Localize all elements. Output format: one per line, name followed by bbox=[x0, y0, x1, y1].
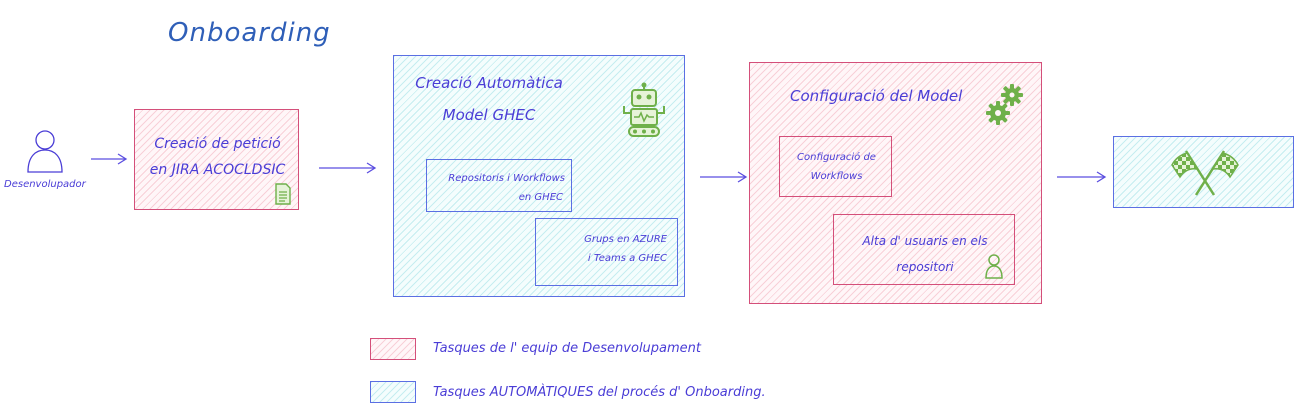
arrow-config-to-finish bbox=[1056, 170, 1108, 184]
legend-label-dev: Tasques de l' equip de Desenvolupament bbox=[433, 341, 702, 356]
finish-box bbox=[1113, 136, 1294, 208]
auto-creation-group: Creació Automàtica Model GHEC Repositori… bbox=[393, 55, 685, 297]
registration-line2: repositori bbox=[896, 260, 954, 274]
repos-line2: en GHEC bbox=[518, 192, 563, 203]
actor-icon bbox=[24, 128, 66, 174]
document-icon bbox=[274, 183, 292, 209]
checkered-flags-icon bbox=[1170, 149, 1240, 201]
arrow-auto-to-config bbox=[699, 170, 749, 184]
auto-title-line1: Creació Automàtica bbox=[415, 74, 563, 92]
arrow-request-to-auto bbox=[318, 161, 378, 175]
config-group: Configuració del Model Configuració de W… bbox=[749, 62, 1042, 304]
user-icon bbox=[984, 253, 1004, 283]
config-title: Configuració del Model bbox=[790, 87, 963, 105]
diagram-title: Onboarding bbox=[168, 18, 331, 48]
legend-label-auto: Tasques AUTOMÀTIQUES del procés d' Onboa… bbox=[433, 385, 766, 400]
repos-line1: Repositoris i Workflows bbox=[448, 173, 565, 184]
arrow-actor-to-request bbox=[90, 152, 128, 166]
configure-line1: Configuració de bbox=[797, 152, 876, 163]
azure-teams-box: Grups en AZURE i Teams a GHEC bbox=[535, 218, 678, 286]
auto-title-line2: Model GHEC bbox=[442, 106, 536, 124]
registration-line1: Alta d' usuaris en els bbox=[862, 234, 988, 248]
repos-workflows-box: Repositoris i Workflows en GHEC bbox=[426, 159, 572, 212]
gears-icon bbox=[985, 83, 1029, 131]
request-line1: Creació de petició bbox=[154, 136, 281, 152]
request-line2: en JIRA ACOCLDSIC bbox=[149, 162, 286, 178]
request-box: Creació de petició en JIRA ACOCLDSIC bbox=[134, 109, 299, 210]
azure-line2: i Teams a GHEC bbox=[587, 253, 667, 264]
actor-label: Desenvolupador bbox=[4, 179, 86, 190]
configure-line2: Workflows bbox=[810, 171, 863, 182]
robot-icon bbox=[619, 82, 669, 142]
azure-line1: Grups en AZURE bbox=[584, 234, 667, 245]
legend-swatch-auto bbox=[370, 381, 416, 403]
legend-swatch-dev bbox=[370, 338, 416, 360]
user-registration-box: Alta d' usuaris en els repositori bbox=[833, 214, 1015, 285]
configure-workflows-box: Configuració de Workflows bbox=[779, 136, 892, 197]
